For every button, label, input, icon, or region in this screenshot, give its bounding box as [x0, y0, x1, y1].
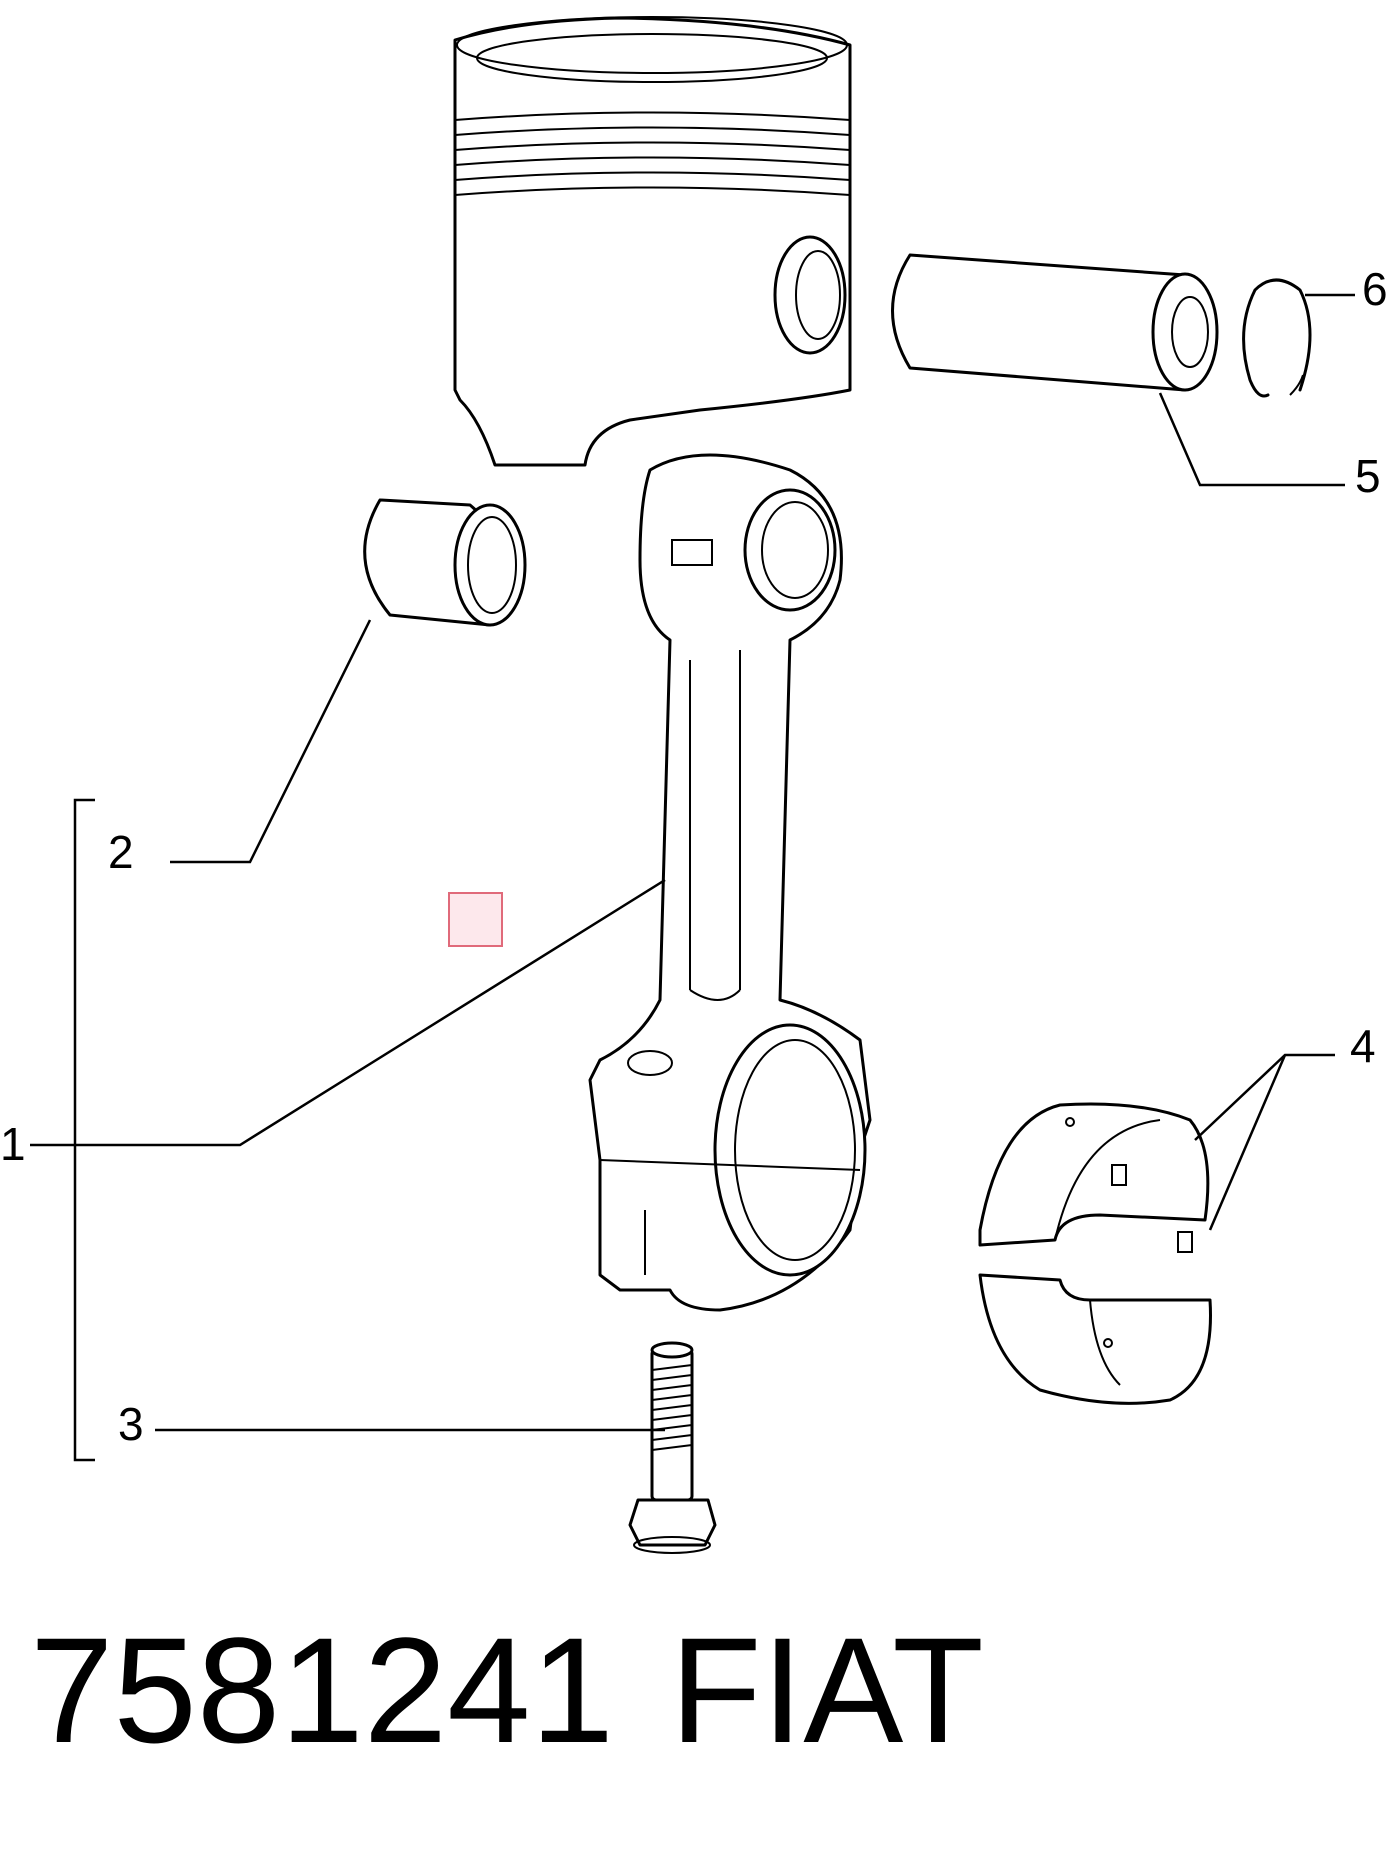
callout-4: 4	[1350, 1020, 1376, 1072]
part-number: 7581241	[30, 1606, 614, 1774]
callout-2: 2	[108, 826, 134, 878]
callout-3: 3	[118, 1398, 144, 1450]
selection-marker[interactable]	[448, 892, 503, 947]
small-end-bushing-icon	[363, 498, 527, 627]
group-bracket	[73, 798, 95, 1462]
circlip-icon	[1242, 278, 1312, 398]
leader-line-4b	[1208, 1054, 1287, 1231]
brand-name: FIAT	[670, 1606, 984, 1774]
callout-1: 1	[0, 1118, 26, 1170]
leader-line-4a	[1194, 1053, 1335, 1141]
big-end-bearing-shells-icon	[978, 1102, 1212, 1405]
callout-5: 5	[1355, 450, 1381, 502]
rod-bolt-icon	[628, 1341, 717, 1554]
leader-line-1	[30, 878, 666, 1147]
callout-6: 6	[1362, 263, 1388, 315]
piston-pin-icon	[891, 253, 1219, 392]
leader-lines	[30, 293, 1355, 1432]
leader-line-2	[170, 619, 372, 864]
connecting-rod-icon	[588, 453, 872, 1312]
piston-icon	[453, 16, 852, 467]
leader-line-5	[1158, 392, 1345, 487]
